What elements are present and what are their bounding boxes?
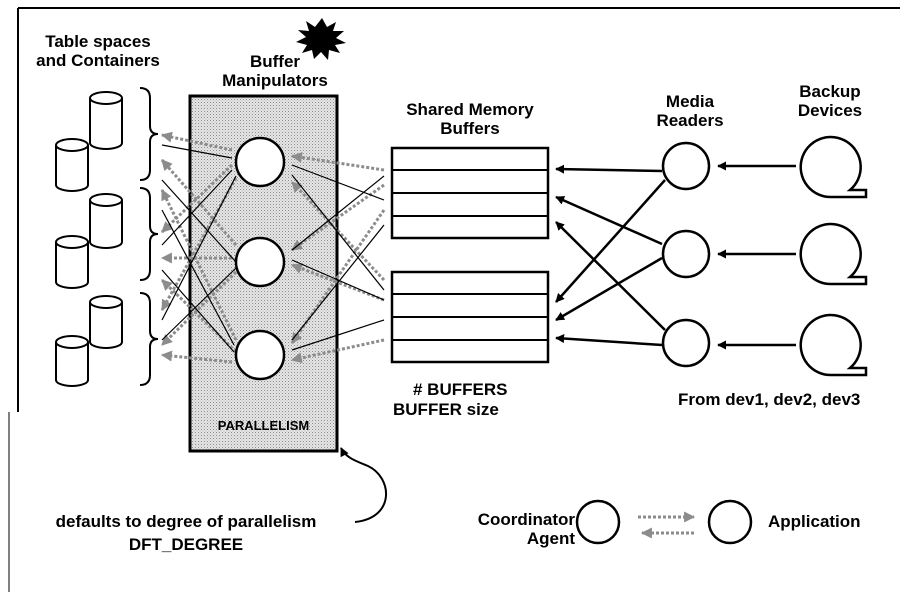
- device-reader-arrows: [717, 161, 796, 350]
- cylinder-icon: [89, 91, 123, 150]
- defaults-note-label: defaults to degree of parallelism DFT_DE…: [20, 512, 352, 554]
- coordinator-agent-label: Coordinator Agent: [455, 510, 575, 548]
- cylinder-icon: [55, 138, 89, 192]
- container-braces: [139, 87, 159, 386]
- coordinator-circle: [575, 499, 621, 545]
- burst-icon: [296, 18, 346, 60]
- manipulator-buffer-links: [291, 164, 385, 351]
- cylinder-icon: [89, 193, 123, 249]
- media-reader-circle-1: [661, 141, 711, 191]
- buffer-manipulators-label: Buffer Manipulators: [200, 52, 350, 90]
- legend-gray-arrows: [638, 511, 696, 539]
- manipulator-circle-3: [234, 329, 286, 381]
- backup-devices-label-line1: Backup: [799, 82, 861, 101]
- tape-reel-icon: [799, 313, 868, 377]
- shared-buffer-1: [390, 146, 550, 240]
- shared-memory-label-line2: Buffers: [440, 119, 500, 138]
- coordinator-label-line2: Agent: [526, 529, 575, 548]
- container-cylinders: [55, 91, 123, 387]
- media-readers-label-line2: Readers: [656, 111, 724, 130]
- media-reader-circle-2: [661, 229, 711, 279]
- tape-reel-icon: [799, 135, 868, 199]
- application-circle: [707, 499, 753, 545]
- tape-reel-icon: [799, 222, 868, 286]
- media-readers-label: Media Readers: [640, 92, 740, 130]
- cylinder-icon: [55, 335, 89, 387]
- tablespaces-label: Table spaces and Containers: [18, 32, 178, 70]
- tablespaces-label-line2: and Containers: [36, 51, 160, 70]
- num-buffers-label: # BUFFERS: [413, 380, 508, 399]
- buffer-manipulators-label-line1: Buffer: [249, 52, 301, 71]
- media-reader-circle-3: [661, 318, 711, 368]
- shared-memory-label: Shared Memory Buffers: [385, 100, 555, 138]
- backup-devices-label: Backup Devices: [770, 82, 890, 120]
- backup-devices-label-line2: Devices: [797, 101, 863, 120]
- application-label: Application: [768, 512, 861, 531]
- buffer-manipulators-label-line2: Manipulators: [222, 71, 328, 90]
- buffer-size-label: BUFFER size: [393, 400, 499, 419]
- backup-device-icons: [799, 135, 868, 377]
- manipulator-buffer-arrows: [290, 152, 386, 364]
- cylinder-icon: [89, 295, 123, 349]
- defaults-note-line1: defaults to degree of parallelism: [55, 512, 317, 531]
- shared-memory-label-line1: Shared Memory: [406, 100, 534, 119]
- container-links: [161, 144, 237, 353]
- coordinator-label-line1: Coordinator: [477, 510, 575, 529]
- from-devices-label: From dev1, dev2, dev3: [678, 390, 861, 409]
- tablespaces-label-line1: Table spaces: [45, 32, 151, 51]
- cylinder-icon: [55, 235, 89, 289]
- media-readers-label-line1: Media: [665, 92, 715, 111]
- reader-buffer-arrows: [555, 164, 666, 347]
- shared-buffer-2: [390, 270, 550, 364]
- dft-degree-label: DFT_DEGREE: [128, 535, 244, 554]
- parallelism-pointer-arrow: [340, 447, 388, 523]
- parallelism-label: PARALLELISM: [217, 418, 310, 433]
- manipulator-circle-2: [234, 236, 286, 288]
- manipulator-circle-1: [234, 136, 286, 188]
